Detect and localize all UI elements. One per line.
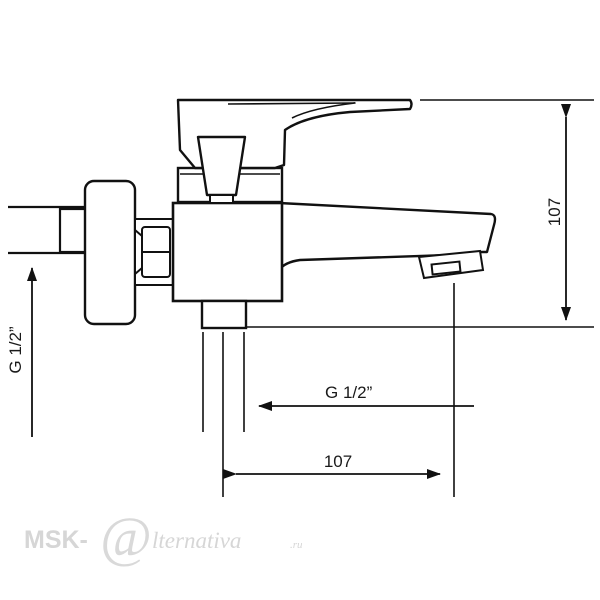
- diverter-knob-base: [209, 194, 234, 204]
- watermark: MSK- @ lternativa .ru: [24, 507, 303, 569]
- inlet-thread-label: G 1/2”: [6, 326, 25, 374]
- pipe-connector-nut: [58, 207, 88, 254]
- spout-dimension-label: 107: [324, 452, 352, 471]
- wall-flange: [83, 179, 137, 326]
- spout-aerator: [417, 249, 485, 280]
- outlet-thread-label: G 1/2”: [325, 383, 373, 402]
- diverter-knob: [196, 135, 247, 197]
- watermark-prefix: MSK-: [24, 526, 88, 554]
- height-dimension-label: 107: [545, 198, 564, 226]
- watermark-domain: .ru: [290, 539, 303, 551]
- watermark-at-sign: @: [100, 507, 152, 569]
- watermark-suffix: lternativa: [152, 528, 241, 553]
- eccentric-connector: [134, 218, 175, 286]
